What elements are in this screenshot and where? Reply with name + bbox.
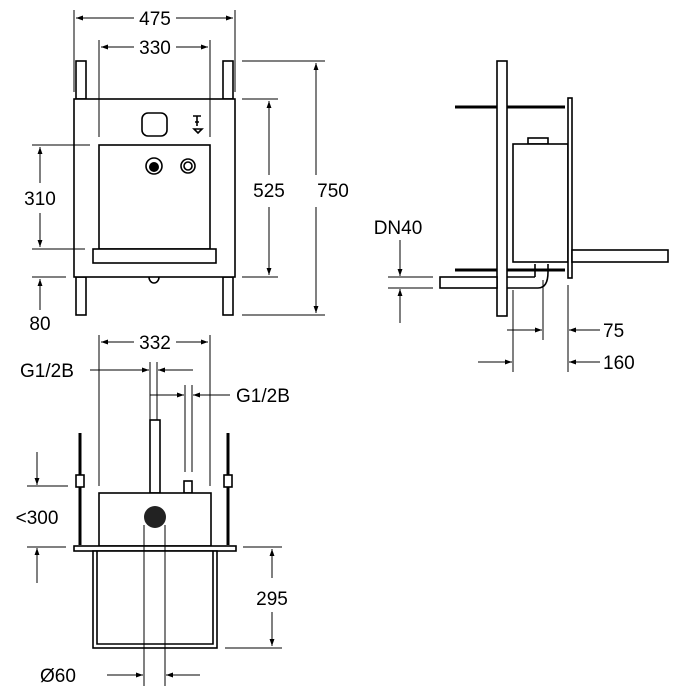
front-panel bbox=[567, 97, 573, 279]
dim-height-panel: 310 bbox=[24, 189, 56, 210]
dim-height-frame: 525 bbox=[253, 181, 285, 202]
top-post-left bbox=[75, 60, 87, 100]
dim-offset-total: 160 bbox=[603, 353, 635, 374]
grille-icon bbox=[144, 506, 166, 528]
connector-inner bbox=[183, 161, 193, 171]
drain-pipe bbox=[439, 276, 498, 289]
side-view: DN40 75 160 bbox=[374, 60, 669, 374]
dim-diameter: Ø60 bbox=[40, 666, 76, 687]
inlet-left-label: G1/2B bbox=[20, 361, 74, 382]
leg-left bbox=[75, 276, 87, 316]
dim-depth-max: <300 bbox=[16, 508, 59, 529]
dim-offset-front: 75 bbox=[603, 321, 624, 342]
top-post-right bbox=[222, 60, 234, 100]
dim-leg-height: 80 bbox=[29, 314, 50, 335]
box bbox=[92, 550, 218, 649]
dim-width-inner: 330 bbox=[139, 38, 171, 59]
tray-bar bbox=[571, 249, 669, 263]
top-view: 332 G1/2B G1/2B Ø60 <300 295 bbox=[16, 333, 290, 687]
front-view: 475 330 750 525 310 80 bbox=[24, 9, 349, 335]
drain-stub bbox=[148, 276, 160, 284]
valve-circle bbox=[145, 157, 163, 175]
faucet-symbol-icon bbox=[192, 115, 204, 135]
dim-drain: DN40 bbox=[374, 218, 423, 239]
nut-left bbox=[75, 474, 85, 488]
leg-right bbox=[222, 276, 234, 316]
inlet-right-label: G1/2B bbox=[236, 386, 290, 407]
supply-pipe bbox=[149, 419, 161, 494]
valve-core bbox=[149, 162, 159, 172]
dim-width-overall: 475 bbox=[139, 9, 171, 30]
sensor-window-icon bbox=[141, 112, 168, 137]
connector-circle bbox=[180, 158, 196, 174]
side-box bbox=[512, 143, 569, 263]
top-nub bbox=[527, 137, 549, 145]
dim-height-overall: 750 bbox=[317, 181, 349, 202]
mounting-plate bbox=[496, 60, 508, 317]
dim-box-depth: 295 bbox=[256, 589, 288, 610]
dim-width: 332 bbox=[139, 333, 171, 354]
tray bbox=[92, 248, 217, 264]
connector-nub bbox=[183, 480, 193, 494]
nut-right bbox=[223, 474, 233, 488]
